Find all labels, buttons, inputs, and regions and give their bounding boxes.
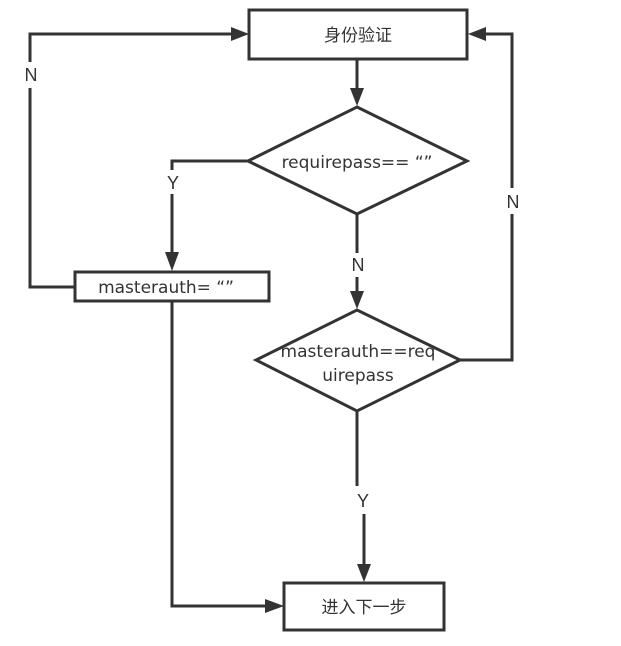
edge-left-loop: N (20, 27, 249, 289)
node-check-masterauth: masterauth==req uirepass (252, 308, 464, 413)
node-set-masterauth: masterauth= “” (73, 270, 271, 303)
node-check-masterauth-label-line2: uirepass (322, 366, 394, 386)
arrowhead-icon (231, 27, 249, 41)
node-check-requirepass-label: requirepass== “” (282, 153, 433, 173)
edge-requirepass-no: N (348, 214, 368, 309)
arrowhead-icon (265, 599, 284, 613)
edge-auth-to-requirepass (350, 59, 364, 106)
arrowhead-icon (357, 564, 371, 582)
node-auth-label: 身份验证 (324, 26, 392, 46)
arrowhead-icon (468, 27, 486, 41)
edge-label-yes-2: Y (357, 491, 369, 511)
arrowhead-icon (350, 291, 364, 309)
edge-label-right-no: N (507, 192, 520, 212)
arrowhead-icon (165, 252, 179, 271)
arrowhead-icon (350, 88, 364, 106)
edge-right-loop: N (460, 27, 524, 362)
edge-label-yes: Y (167, 173, 179, 193)
edge-masterauth-yes: Y (355, 411, 371, 582)
node-check-requirepass: requirepass== “” (244, 105, 471, 216)
node-next-step: 进入下一步 (282, 581, 446, 632)
node-next-step-label: 进入下一步 (322, 598, 407, 618)
node-auth: 身份验证 (247, 8, 469, 61)
edge-requirepass-yes: Y (164, 159, 249, 271)
edge-masterauth-to-next (170, 301, 284, 613)
node-set-masterauth-label: masterauth= “” (98, 278, 234, 298)
node-check-masterauth-label-line1: masterauth==req (281, 342, 436, 362)
edge-label-no: N (352, 255, 365, 275)
edge-label-left-no: N (25, 65, 38, 85)
